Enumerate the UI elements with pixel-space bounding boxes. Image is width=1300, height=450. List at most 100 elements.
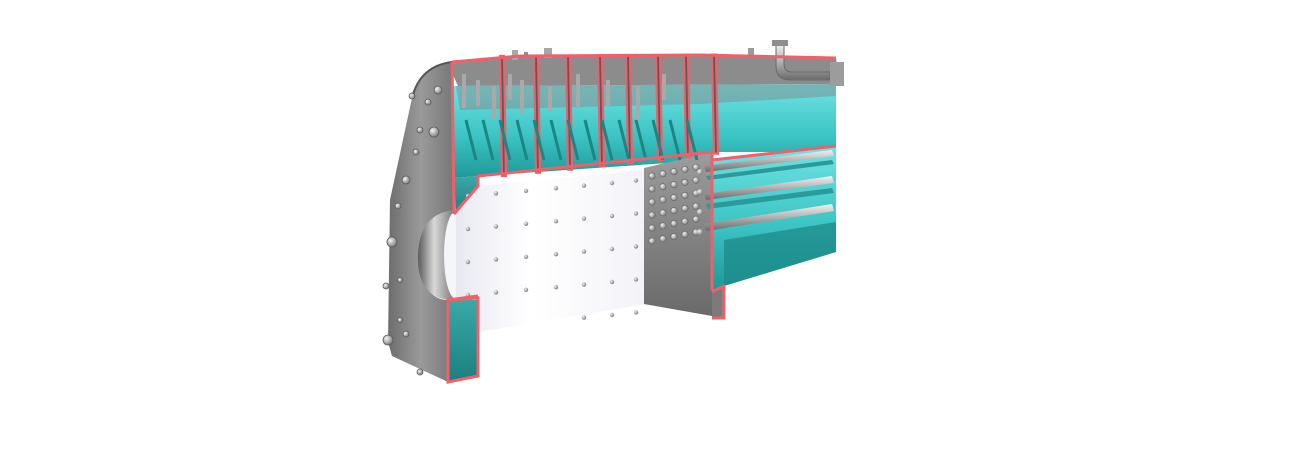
front-bolt-1 [433,85,443,95]
front-bolt-2 [424,98,432,106]
furnace-rivet [581,282,587,287]
water-brace-4 [515,119,529,161]
fire-tube-row-2b [706,188,834,209]
front-bolt-7 [394,202,402,210]
water-brace-8 [583,119,597,161]
front-bottom-cut [447,294,479,302]
crown-cut [452,150,713,215]
front-bolt-6 [401,175,411,185]
front-bolt-3 [428,126,440,138]
furnace-rivets [465,178,639,320]
tube-hole [681,178,689,186]
water-brace-10 [617,119,631,161]
tubesheet-holes [648,163,703,245]
outlet-flange [772,40,788,46]
nozzle-3 [544,48,552,58]
tube-hole [681,217,689,225]
top-fittings [512,40,844,86]
furnace-rivet [553,219,559,224]
stay-rod-4 [508,74,512,100]
tube-hole [648,211,656,219]
furnace-rivet [633,178,639,183]
furnace-rivet [633,277,639,282]
tube-hole [697,169,703,175]
burner-opening [418,210,454,300]
front-bolt-11 [402,330,410,338]
tube-bank-water-shadow [724,222,836,286]
front-end-plate [388,62,454,382]
furnace-rivet [493,191,499,196]
shell-top-surface [448,55,840,86]
tube-hole [692,215,700,223]
rear-tubesheet-lower [712,286,724,318]
front-bolt-14 [397,277,403,283]
furnace-rivet [633,310,639,315]
tube-hole [659,183,667,191]
stay-plate-2 [532,54,542,174]
furnace-rivet [523,254,529,259]
furnace-rivet [633,244,639,249]
stay-rod-10 [662,74,666,100]
furnace-rivet [465,259,471,265]
water-brace-3 [498,119,512,161]
tube-hole [670,207,678,215]
tube-hole [648,237,656,245]
front-wall-cut [450,61,456,215]
shell-cut-top [451,53,837,64]
water-brace-1 [464,119,478,161]
tube-hole [670,233,678,241]
front-bolt-5 [412,148,420,156]
tube-hole [659,222,667,230]
water-brace-12 [651,119,665,161]
water-brace-7 [566,119,580,161]
furnace-rivet [633,211,639,216]
water-brace-9 [600,119,614,161]
stay-plate-1 [498,54,508,178]
fire-tube-row-2 [704,176,834,200]
front-end-plate-edge [411,61,453,99]
tube-hole [670,168,678,176]
stay-plate-8 [710,53,720,155]
water-brace-6 [549,119,563,161]
furnace-rivet [465,226,471,232]
tube-hole [692,176,700,184]
stay-rod-8 [606,80,610,106]
fire-tubes [704,150,834,231]
section-cut-outline [447,53,837,320]
water-brace-5 [532,119,546,161]
tube-hole [681,230,689,238]
water-brace-13 [668,119,682,161]
furnace-rivet [609,213,615,219]
furnace-rivet [553,186,559,191]
fire-tube-row-1 [704,150,834,172]
stay-rod-2 [476,80,480,106]
outlet-pipe-end [830,62,844,86]
tube-hole [681,204,689,212]
tube-hole [692,202,700,210]
tube-hole [659,196,667,204]
furnace-rivet [609,246,615,252]
stay-plate-4 [596,54,606,168]
stay-rod-3 [492,86,496,120]
tube-hole [681,191,689,199]
stay-plate-7 [682,53,692,158]
stay-rod-9 [636,86,640,120]
fire-tube-row-1b [706,160,834,180]
tube-hole [659,170,667,178]
rear-bottom-cut [711,284,726,320]
furnace-rivet [581,216,587,221]
furnace-rivet [493,290,499,295]
stay-rod-1 [462,74,466,108]
lower-water-jacket [448,300,478,382]
fire-tube-row-3 [704,204,834,231]
tube-hole [697,209,703,215]
tube-hole [697,189,703,195]
furnace-rivet [553,285,559,290]
furnace-rivet [493,257,499,262]
water-brace-11 [634,119,648,161]
furnace-rivet [581,183,587,188]
stay-rod-6 [548,86,552,112]
tube-hole [648,198,656,206]
